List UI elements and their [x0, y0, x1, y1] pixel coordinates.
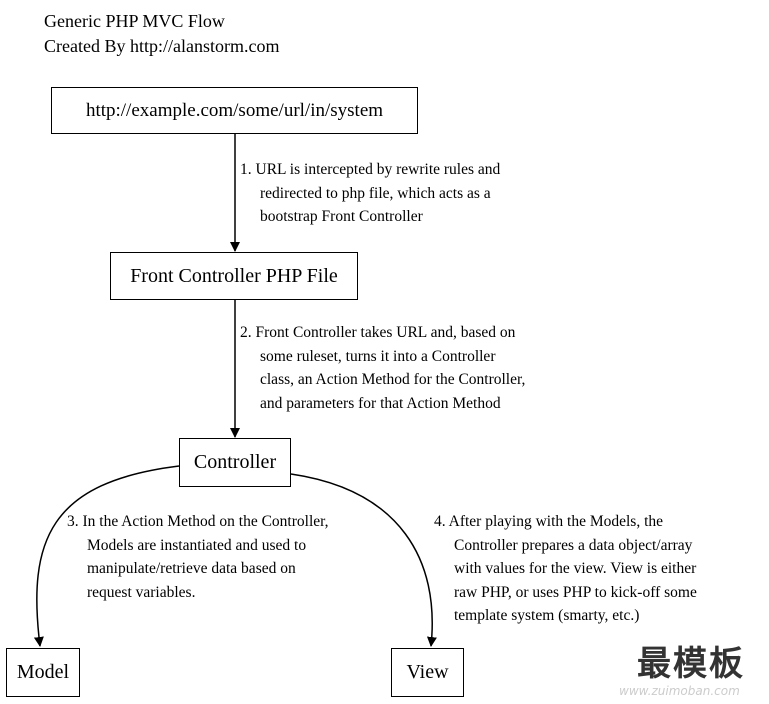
- annotation-step-2: 2. Front Controller takes URL and, based…: [240, 321, 525, 415]
- node-controller-label: Controller: [193, 451, 277, 473]
- annotation-line: redirected to php file, which acts as a: [260, 184, 491, 202]
- annotation-step-4: 4. After playing with the Models, the Co…: [434, 510, 697, 628]
- node-view-label: View: [406, 661, 449, 683]
- annotation-line: some ruleset, turns it into a Controller: [260, 347, 496, 365]
- annotation-line: 1. URL is intercepted by rewrite rules a…: [240, 161, 501, 178]
- annotation-line: bootstrap Front Controller: [260, 208, 423, 225]
- node-url-label: http://example.com/some/url/in/system: [85, 99, 384, 121]
- watermark-main-text: 最模板: [637, 644, 745, 684]
- annotation-line: 2. Front Controller takes URL and, based…: [240, 324, 516, 341]
- annotation-line: 3. In the Action Method on the Controlle…: [67, 513, 329, 530]
- node-front-controller-label: Front Controller PHP File: [130, 264, 338, 287]
- watermark-url-text: www.zuimoban.com: [619, 684, 740, 698]
- diagram-title: Generic PHP MVC Flow: [44, 11, 225, 31]
- diagram-subtitle: Created By http://alanstorm.com: [44, 36, 280, 56]
- node-front-controller: Front Controller PHP File: [110, 252, 358, 300]
- annotation-line: 4. After playing with the Models, the: [434, 513, 664, 530]
- node-view: View: [391, 648, 464, 697]
- annotation-step-3: 3. In the Action Method on the Controlle…: [67, 510, 329, 604]
- annotation-line: raw PHP, or uses PHP to kick-off some: [454, 583, 697, 601]
- node-url: http://example.com/some/url/in/system: [51, 87, 418, 134]
- annotation-line: request variables.: [87, 583, 196, 601]
- node-model: Model: [6, 648, 80, 697]
- edge-controller-to-model: [33, 465, 180, 647]
- annotation-line: with values for the view. View is either: [454, 560, 697, 577]
- annotation-step-1: 1. URL is intercepted by rewrite rules a…: [240, 158, 500, 229]
- watermark-logo: 最模板 www.zuimoban.com: [615, 643, 765, 701]
- node-controller: Controller: [179, 438, 291, 487]
- annotation-line: template system (smarty, etc.): [454, 607, 640, 624]
- annotation-line: and parameters for that Action Method: [260, 394, 501, 412]
- annotation-line: Models are instantiated and used to: [87, 536, 307, 554]
- annotation-line: manipulate/retrieve data based on: [87, 560, 296, 577]
- annotation-line: class, an Action Method for the Controll…: [260, 371, 526, 388]
- edge-controller-to-view: [290, 473, 437, 647]
- annotation-line: Controller prepares a data object/array: [454, 536, 693, 554]
- node-model-label: Model: [16, 661, 70, 683]
